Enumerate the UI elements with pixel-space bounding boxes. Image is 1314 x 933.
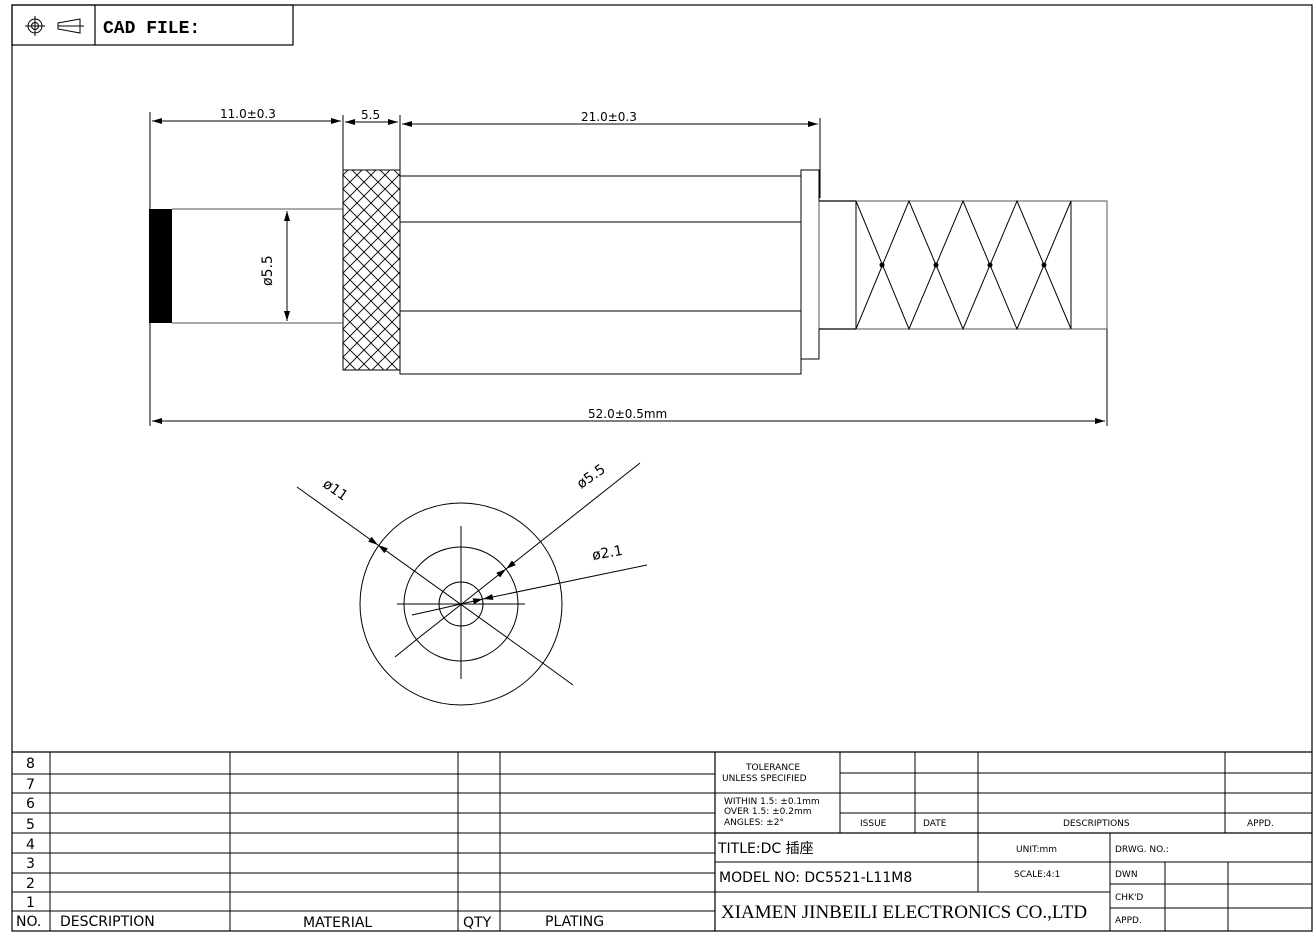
company-name: XIAMEN JINBEILI ELECTRONICS CO.,LTD bbox=[721, 902, 1087, 923]
model-number-field: MODEL NO: DC5521-L11M8 bbox=[719, 870, 912, 886]
drawing-number-field: DRWG. NO.: bbox=[1115, 845, 1169, 855]
checked-by-label: CHK'D bbox=[1115, 893, 1143, 903]
first-angle-projection-icon bbox=[25, 16, 84, 36]
row-number: 6 bbox=[26, 796, 35, 812]
descriptions-header: DESCRIPTIONS bbox=[1063, 819, 1130, 829]
header-material: MATERIAL bbox=[303, 915, 372, 931]
date-header: DATE bbox=[923, 819, 947, 829]
dim-outer-diameter: ø11 bbox=[320, 476, 351, 504]
row-number: 8 bbox=[26, 756, 35, 772]
tolerance-over: OVER 1.5: ±0.2mm bbox=[724, 807, 811, 817]
drawn-by-label: DWN bbox=[1115, 870, 1138, 880]
knurled-ring bbox=[342, 169, 401, 371]
side-view: 11.0±0.3 5.5 21.0±0.3 52.0±0.5mm ø5.5 bbox=[149, 107, 1108, 426]
dim-side-diameter: ø5.5 bbox=[260, 255, 276, 286]
dim-middle-diameter: ø5.5 bbox=[574, 461, 608, 492]
tolerance-within: WITHIN 1.5: ±0.1mm bbox=[724, 797, 820, 807]
issue-header: ISSUE bbox=[860, 819, 887, 829]
strain-relief bbox=[818, 199, 1108, 331]
approved-by-label: APPD. bbox=[1115, 916, 1142, 926]
dim-total-length: 52.0±0.5mm bbox=[588, 407, 667, 421]
header-plating: PLATING bbox=[545, 914, 604, 930]
row-number: 5 bbox=[26, 817, 35, 833]
drawing-frame bbox=[11, 4, 1313, 932]
header-qty: QTY bbox=[463, 915, 492, 931]
cad-file-label: CAD FILE: bbox=[103, 19, 200, 39]
parts-table: 8 7 6 5 4 3 2 1 NO. DESCRIPTION MATERIAL… bbox=[12, 751, 1312, 931]
row-number: 1 bbox=[26, 895, 35, 911]
header-box: CAD FILE: bbox=[11, 4, 294, 46]
header-no: NO. bbox=[16, 914, 41, 930]
dim-body-length: 21.0±0.3 bbox=[581, 110, 637, 124]
body bbox=[399, 175, 802, 375]
tolerance-angles: ANGLES: ±2° bbox=[724, 818, 784, 828]
tolerance-label: TOLERANCE bbox=[745, 763, 800, 773]
dim-pin-diameter: ø2.1 bbox=[591, 543, 624, 564]
dim-knurl-width: 5.5 bbox=[361, 108, 380, 122]
row-number: 7 bbox=[26, 777, 35, 793]
scale-field: SCALE:4:1 bbox=[1014, 870, 1060, 880]
dim-cap-length: 11.0±0.3 bbox=[220, 107, 276, 121]
tolerance-label: UNLESS SPECIFIED bbox=[722, 774, 807, 784]
row-number: 2 bbox=[26, 876, 35, 892]
flange bbox=[800, 169, 820, 360]
title-field: TITLE:DC 插座 bbox=[717, 841, 814, 857]
unit-field: UNIT:mm bbox=[1016, 845, 1057, 855]
title-block: TOLERANCE UNLESS SPECIFIED WITHIN 1.5: ±… bbox=[715, 752, 1312, 931]
header-description: DESCRIPTION bbox=[60, 914, 155, 930]
row-number: 4 bbox=[26, 837, 35, 853]
front-view: ø11 ø5.5 ø2.1 bbox=[296, 461, 648, 706]
appd-header: APPD. bbox=[1247, 819, 1274, 829]
end-cap bbox=[149, 209, 172, 323]
row-number: 3 bbox=[26, 856, 35, 872]
